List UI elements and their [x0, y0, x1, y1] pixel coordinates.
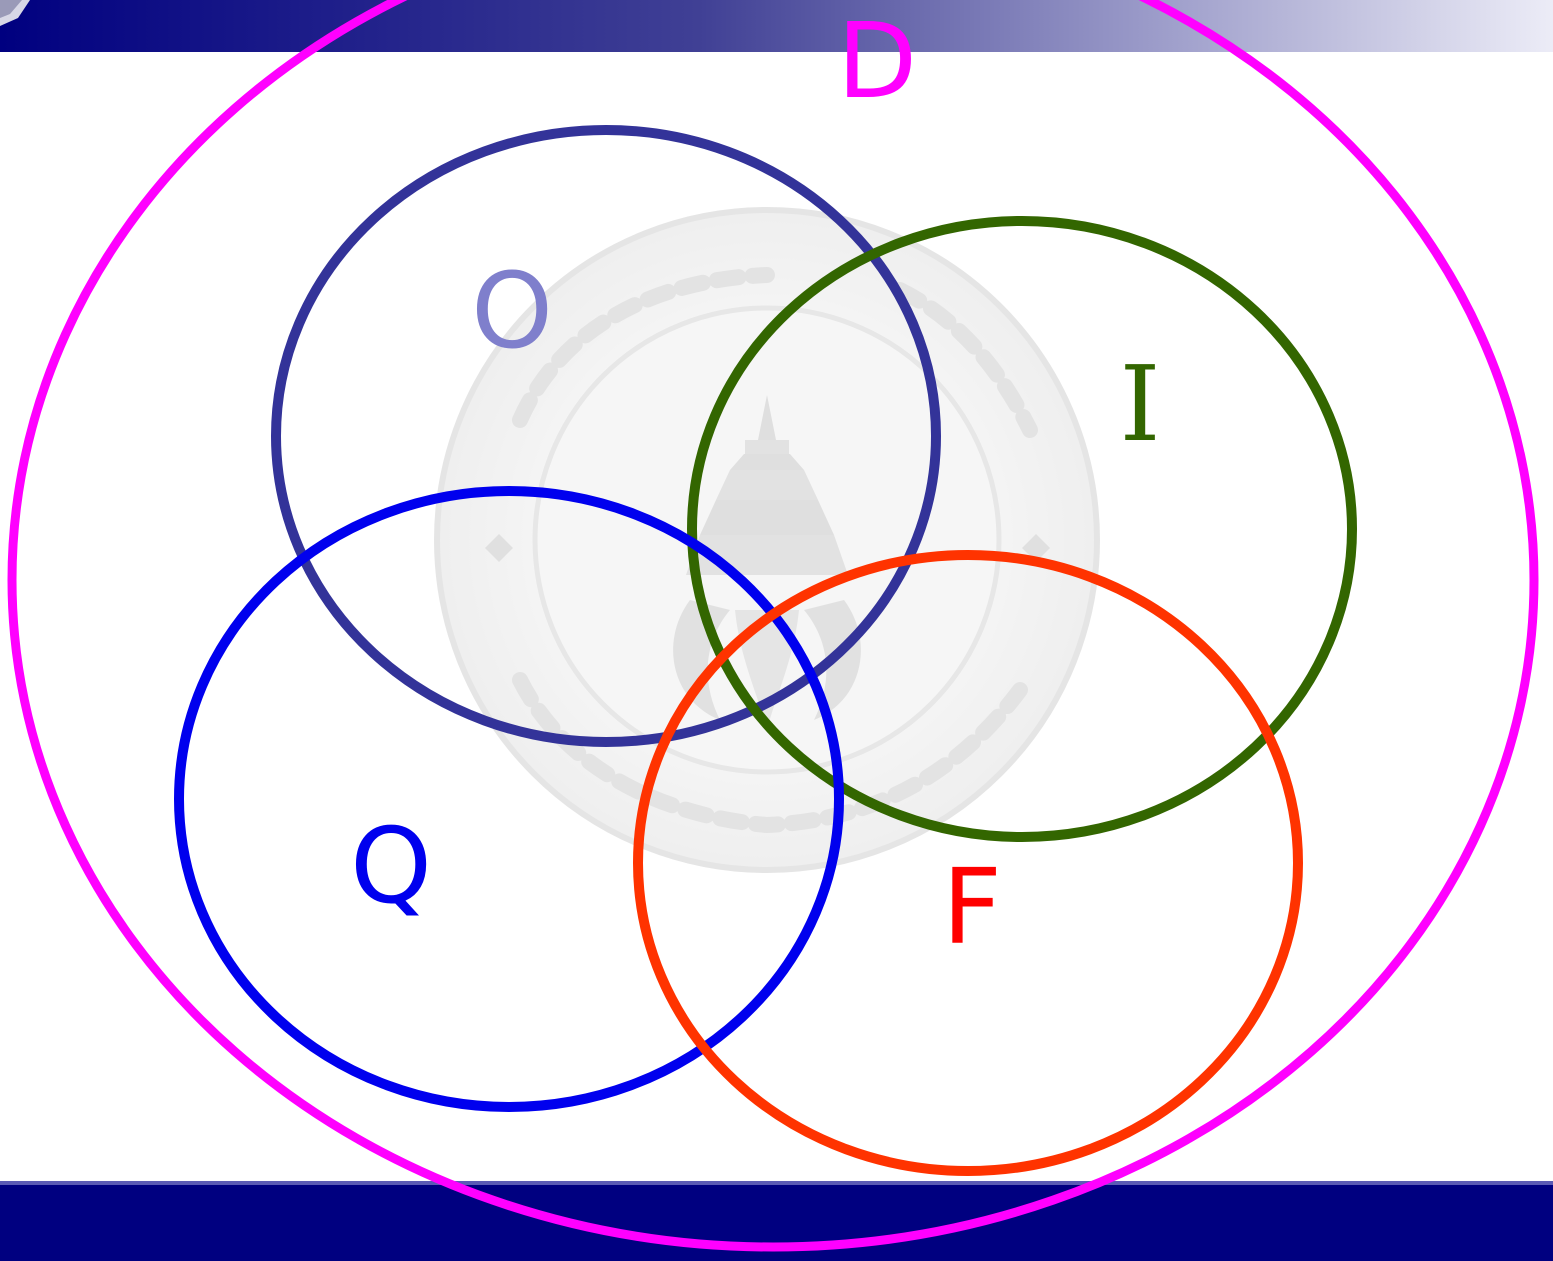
ellipse-d: [7, 0, 1539, 1252]
label-f: F: [942, 846, 1002, 968]
footer-bar-line: [0, 1181, 1553, 1185]
header-bar: [0, 0, 1553, 52]
ellipse-i: [687, 216, 1357, 842]
ellipse-o: [271, 125, 941, 747]
ellipse-f: [633, 550, 1303, 1176]
label-q: Q: [350, 805, 432, 927]
ellipse-q: [174, 486, 844, 1112]
corner-logo-icon: [0, 0, 30, 26]
label-d: D: [837, 0, 917, 122]
label-i: I: [1119, 343, 1160, 465]
label-o: O: [471, 250, 553, 372]
